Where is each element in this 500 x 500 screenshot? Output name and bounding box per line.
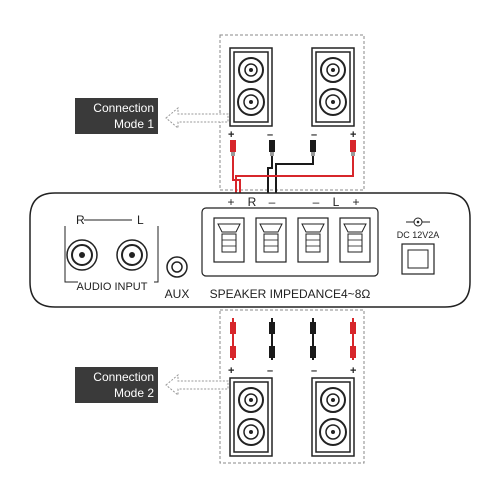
mode1-wires xyxy=(232,150,354,202)
mode1-arrow-icon xyxy=(165,106,229,130)
term-minus-right: – xyxy=(313,195,320,209)
speaker-top-left xyxy=(229,47,273,127)
terminal-4[interactable] xyxy=(339,217,371,263)
top-left-minus: – xyxy=(267,129,273,141)
mode2-line2: Mode 2 xyxy=(114,386,154,400)
mode1-dashed-frame xyxy=(219,34,365,191)
dc-jack xyxy=(401,243,435,275)
aux-label: AUX xyxy=(165,287,190,301)
term-plus-right: + xyxy=(352,195,359,209)
bottom-left-plus: + xyxy=(228,365,234,377)
rca-jack-left xyxy=(116,239,148,271)
audio-input-caption: AUDIO INPUT xyxy=(77,281,148,293)
speaker-top-right xyxy=(311,47,355,127)
term-plus-left: + xyxy=(227,195,234,209)
dc-label: DC 12V2A xyxy=(397,230,440,240)
top-right-plus: + xyxy=(350,129,356,141)
top-right-minus: – xyxy=(311,129,317,141)
speaker-terminal-block xyxy=(201,207,379,277)
terminal-3[interactable] xyxy=(297,217,329,263)
mode1-tag xyxy=(75,98,158,134)
rca-jack-right xyxy=(66,239,98,271)
term-l: L xyxy=(333,195,340,209)
bottom-right-plus: + xyxy=(350,365,356,377)
top-left-plus: + xyxy=(228,129,234,141)
term-minus-left: – xyxy=(269,195,276,209)
mode2-line1: Connection xyxy=(93,370,154,384)
mode1-line2: Mode 1 xyxy=(114,117,154,131)
audio-input-r: R xyxy=(76,213,85,227)
terminal-1[interactable] xyxy=(213,217,245,263)
mode1-line1: Connection xyxy=(93,101,154,115)
speaker-bottom-left xyxy=(229,377,273,457)
audio-input-l: L xyxy=(137,213,144,227)
terminal-2[interactable] xyxy=(255,217,287,263)
mode2-arrow-icon xyxy=(165,373,229,397)
speaker-impedance-caption: SPEAKER IMPEDANCE4~8Ω xyxy=(210,287,371,301)
bottom-left-minus: – xyxy=(267,365,273,377)
dc-polarity-icon xyxy=(406,217,430,227)
bottom-right-minus: – xyxy=(311,365,317,377)
mode1-plugs xyxy=(230,140,356,156)
mode2-tag xyxy=(75,367,158,403)
speaker-bottom-right xyxy=(311,377,355,457)
mode2-wires xyxy=(230,318,356,360)
aux-jack xyxy=(166,256,188,278)
term-r: R xyxy=(248,195,257,209)
